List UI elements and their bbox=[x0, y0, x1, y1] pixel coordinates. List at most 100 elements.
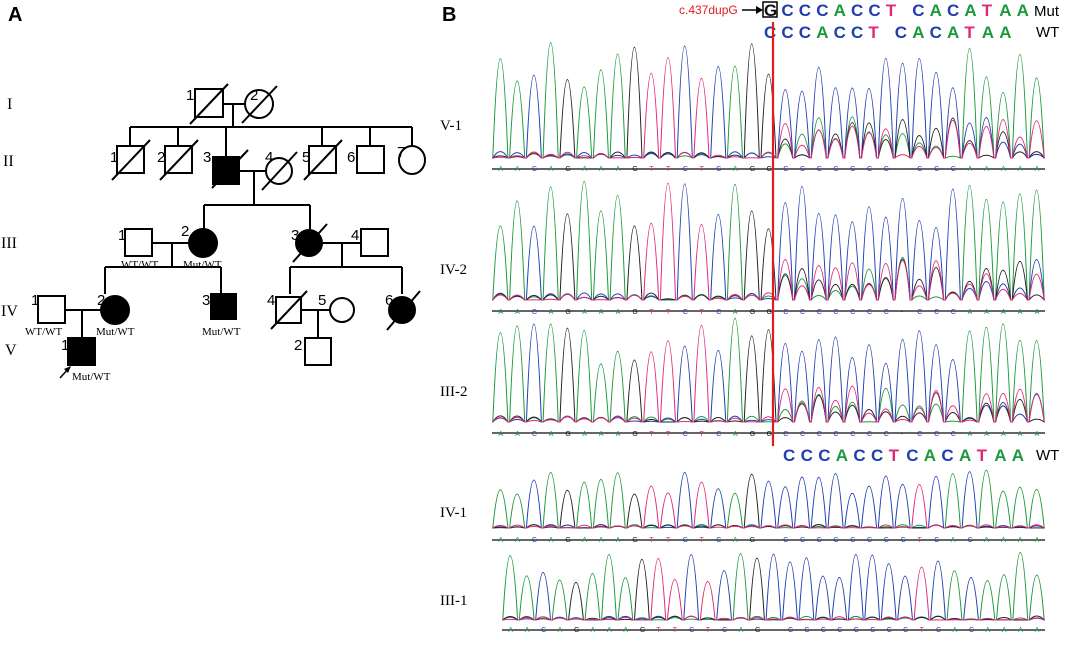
trace-T bbox=[492, 182, 1045, 301]
base-call: A bbox=[1018, 309, 1023, 316]
base-call: A bbox=[1002, 627, 1007, 634]
number-II-3: 3 bbox=[203, 149, 211, 166]
base-call: C bbox=[884, 431, 889, 438]
base-call: C bbox=[800, 431, 805, 438]
base-call: C bbox=[867, 431, 872, 438]
base-call: - bbox=[901, 309, 904, 316]
mut-seq-base: C bbox=[912, 1, 924, 20]
sample-label-IV-1: IV-1 bbox=[440, 505, 467, 521]
base-call: C bbox=[837, 627, 842, 634]
wt-seq-top-base: C bbox=[930, 23, 942, 42]
base-call: A bbox=[733, 537, 738, 544]
base-call: A bbox=[1001, 431, 1006, 438]
individual-III-4 bbox=[360, 228, 389, 257]
base-call: A bbox=[1035, 537, 1040, 544]
base-call: G bbox=[632, 431, 637, 438]
base-call: A bbox=[968, 431, 973, 438]
base-call: C bbox=[834, 431, 839, 438]
base-call: G bbox=[640, 627, 645, 634]
base-call: C bbox=[683, 431, 688, 438]
genotype-IV-3: Mut/WT bbox=[202, 326, 241, 338]
base-call: C bbox=[867, 309, 872, 316]
base-call: A bbox=[984, 166, 989, 173]
number-III-3: 3 bbox=[291, 227, 299, 244]
base-call: A bbox=[1018, 431, 1023, 438]
base-call: C bbox=[917, 431, 922, 438]
wt-seq-bottom-base: T bbox=[889, 446, 900, 465]
base-call: A bbox=[953, 627, 958, 634]
base-call: G bbox=[750, 431, 755, 438]
generation-label-V: V bbox=[5, 342, 17, 359]
base-call: A bbox=[1035, 166, 1040, 173]
number-III-4: 4 bbox=[351, 227, 359, 244]
base-call: T bbox=[666, 537, 671, 544]
number-II-6: 6 bbox=[347, 149, 355, 166]
base-call: C bbox=[541, 627, 546, 634]
base-call: - bbox=[901, 431, 904, 438]
base-call: C bbox=[934, 537, 939, 544]
wt-seq-bottom-base: A bbox=[1012, 446, 1024, 465]
base-call: C bbox=[716, 309, 721, 316]
base-call: C bbox=[903, 627, 908, 634]
base-call: C bbox=[683, 166, 688, 173]
trace-G bbox=[492, 474, 1045, 529]
base-call: A bbox=[1035, 431, 1040, 438]
number-IV-2: 2 bbox=[97, 292, 105, 309]
genotype-III-2: Mut/WT bbox=[183, 259, 222, 271]
base-call: A bbox=[515, 309, 520, 316]
mut-seq-base: T bbox=[982, 1, 993, 20]
base-call: C bbox=[850, 537, 855, 544]
wt-seq-bottom-base: C bbox=[853, 446, 865, 465]
base-call: T bbox=[700, 537, 705, 544]
trace-T bbox=[492, 481, 1045, 529]
sample-label-III-1: III-1 bbox=[440, 593, 467, 609]
base-call: C bbox=[870, 627, 875, 634]
base-call: C bbox=[951, 431, 956, 438]
base-call: C bbox=[850, 166, 855, 173]
base-call: C bbox=[934, 431, 939, 438]
mut-seq-base: A bbox=[930, 1, 942, 20]
trace-A bbox=[492, 42, 1045, 159]
base-call: A bbox=[1018, 627, 1023, 634]
base-call: A bbox=[591, 627, 596, 634]
base-call: C bbox=[884, 309, 889, 316]
trace-C bbox=[492, 45, 1045, 159]
base-call: G bbox=[565, 431, 570, 438]
base-call: A bbox=[616, 537, 621, 544]
base-call: A bbox=[951, 537, 956, 544]
sample-label-IV-2: IV-2 bbox=[440, 262, 467, 278]
wt-seq-bottom-base: T bbox=[977, 446, 988, 465]
base-call: C bbox=[788, 627, 793, 634]
wt-seq-bottom-base: A bbox=[994, 446, 1006, 465]
individual-IV-2 bbox=[100, 295, 130, 325]
mut-seq-base: A bbox=[964, 1, 976, 20]
number-IV-4: 4 bbox=[267, 292, 275, 309]
trace-G bbox=[492, 210, 1045, 301]
base-call: G bbox=[565, 537, 570, 544]
base-call: C bbox=[968, 537, 973, 544]
number-II-2: 2 bbox=[157, 149, 165, 166]
base-call: G bbox=[632, 166, 637, 173]
base-call: T bbox=[700, 309, 705, 316]
base-call: C bbox=[951, 309, 956, 316]
base-call: C bbox=[834, 537, 839, 544]
wt-seq-top-base: C bbox=[834, 23, 846, 42]
number-II-7: 7 bbox=[397, 144, 405, 161]
trace-C bbox=[502, 553, 1045, 621]
base-call: A bbox=[599, 431, 604, 438]
base-call: C bbox=[683, 537, 688, 544]
base-call: C bbox=[821, 627, 826, 634]
trace-C bbox=[492, 323, 1045, 423]
wt-seq-top-base: A bbox=[816, 23, 828, 42]
wt-seq-top-base: A bbox=[982, 23, 994, 42]
base-call: C bbox=[532, 431, 537, 438]
base-call: G bbox=[632, 309, 637, 316]
base-call: G bbox=[750, 537, 755, 544]
base-call: T bbox=[666, 309, 671, 316]
base-call: A bbox=[508, 627, 513, 634]
base-call: C bbox=[683, 309, 688, 316]
base-call: C bbox=[716, 166, 721, 173]
base-call: C bbox=[783, 537, 788, 544]
mut-seq-base: T bbox=[886, 1, 897, 20]
